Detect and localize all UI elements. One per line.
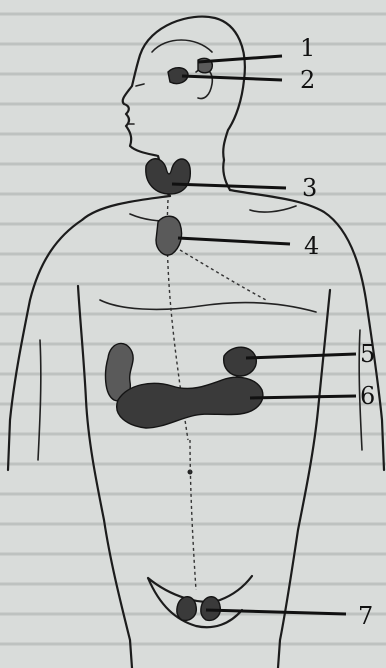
leader-2 — [182, 76, 282, 80]
label-3: 3 — [302, 174, 317, 202]
adrenal-gland — [224, 347, 257, 376]
gonad-right — [201, 597, 221, 621]
torso-outline — [8, 190, 384, 668]
eye — [136, 84, 144, 86]
gonad-left — [177, 597, 197, 621]
leader-5 — [246, 354, 356, 358]
body-outline — [8, 17, 384, 668]
leader-lines — [172, 56, 356, 614]
chest-lines — [130, 206, 296, 221]
leader-4 — [178, 238, 290, 244]
pancreas — [117, 377, 263, 428]
leader-1 — [198, 56, 282, 62]
label-6: 6 — [360, 382, 375, 410]
label-4: 4 — [304, 232, 319, 260]
label-7: 7 — [358, 602, 373, 630]
leader-3 — [172, 184, 286, 188]
organs — [106, 40, 263, 620]
label-2: 2 — [300, 66, 315, 94]
thymus-gland — [156, 216, 182, 255]
leader-6 — [250, 396, 356, 398]
brain-lobe — [152, 40, 212, 52]
abdomen-contour — [100, 300, 316, 312]
label-5: 5 — [360, 340, 375, 368]
labels: 1 2 3 4 5 6 7 — [300, 34, 375, 630]
label-1: 1 — [300, 34, 315, 62]
